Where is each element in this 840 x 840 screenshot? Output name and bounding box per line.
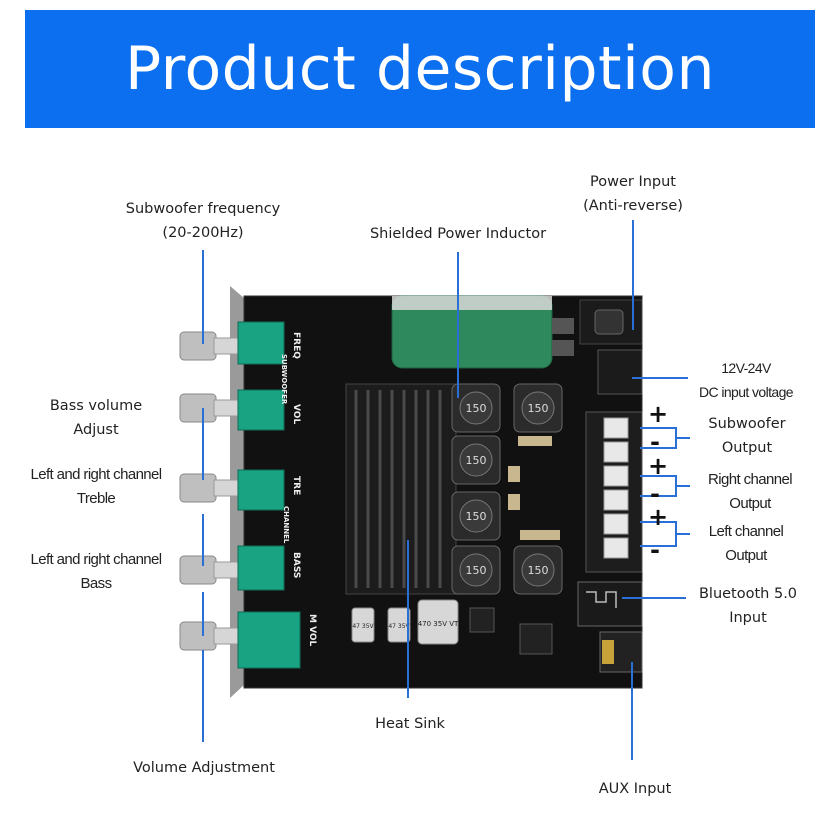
svg-text:470 35V VT: 470 35V VT [418, 620, 459, 628]
pot-freq [237, 321, 285, 365]
label-heat-sink: Heat Sink [375, 716, 445, 732]
silk-channel: CHANNEL [282, 506, 290, 544]
small-cap-2 [552, 340, 574, 356]
sign-minus-right: - [650, 480, 660, 508]
inductor-2: 150 [513, 383, 563, 433]
small-cap-1 [552, 318, 574, 334]
label-volume-adjustment: Volume Adjustment [133, 760, 275, 776]
silk-subwoofer: SUBWOOFER [280, 354, 288, 405]
knob-volume [179, 621, 241, 651]
label-aux-input: AUX Input [598, 781, 672, 797]
inductor-1: 150 [451, 383, 501, 433]
svg-text:47 35V: 47 35V [352, 623, 374, 630]
large-electrolytic: 470 35V VT [417, 599, 459, 645]
sign-minus-left: - [650, 536, 660, 564]
leader-lines [202, 220, 690, 760]
silk-vol: VOL [291, 404, 301, 424]
pot-bass [237, 545, 285, 591]
capacitor-band [392, 296, 552, 310]
terminal-screws [603, 417, 629, 559]
svg-text:150: 150 [466, 402, 487, 415]
sign-plus-sub: + [648, 400, 669, 428]
inductor-3: 150 [451, 435, 501, 485]
heat-sink-fins [354, 390, 442, 588]
chip-dsp [519, 623, 553, 655]
chip-small [469, 607, 495, 633]
svg-text:150: 150 [466, 454, 487, 467]
label-power-input: Power Input(Anti-reverse) [583, 174, 683, 214]
knob-subwoofer-frequency [179, 331, 241, 361]
silk-freq: FREQ [291, 332, 301, 359]
bluetooth-module [577, 581, 643, 627]
bluetooth-antenna [586, 591, 617, 608]
label-sub-freq: Subwoofer frequency(20-200Hz) [125, 201, 281, 241]
small-electrolytic-2: 47 35V [387, 607, 411, 643]
heat-sink [345, 383, 457, 595]
pot-treble [237, 469, 285, 511]
sign-minus-sub: - [650, 428, 660, 456]
smd-cap-2 [508, 466, 520, 482]
small-electrolytic-1: 47 35V [351, 607, 375, 643]
dc-terminal [597, 349, 643, 395]
pot-volume [237, 611, 301, 669]
knob-treble [179, 473, 241, 503]
svg-text:150: 150 [466, 564, 487, 577]
label-inductor: Shielded Power Inductor [369, 226, 547, 242]
silk-bass: BASS [291, 552, 301, 578]
smd-cap-4 [520, 530, 560, 540]
pot-bass-volume [237, 389, 285, 431]
svg-text:150: 150 [466, 510, 487, 523]
smd-cap-3 [508, 494, 520, 510]
silk-mvol: M VOL [307, 614, 317, 647]
svg-text:47 35V: 47 35V [388, 623, 410, 630]
knob-bass-volume [179, 393, 241, 423]
knob-bass [179, 555, 241, 585]
svg-text:150: 150 [528, 402, 549, 415]
sign-plus-left: + [648, 503, 669, 531]
sign-plus-right: + [648, 452, 669, 480]
inductor-5: 150 [451, 545, 501, 595]
inductor-6: 150 [513, 545, 563, 595]
aux-jack-contacts [602, 640, 614, 664]
banner: Product description [25, 10, 815, 128]
smd-cap-1 [518, 436, 552, 446]
svg-text:150: 150 [528, 564, 549, 577]
banner-title: Product description [125, 34, 715, 104]
inductor-4: 150 [451, 491, 501, 541]
silk-tre: TRE [291, 476, 301, 495]
power-jack-socket [594, 309, 624, 335]
